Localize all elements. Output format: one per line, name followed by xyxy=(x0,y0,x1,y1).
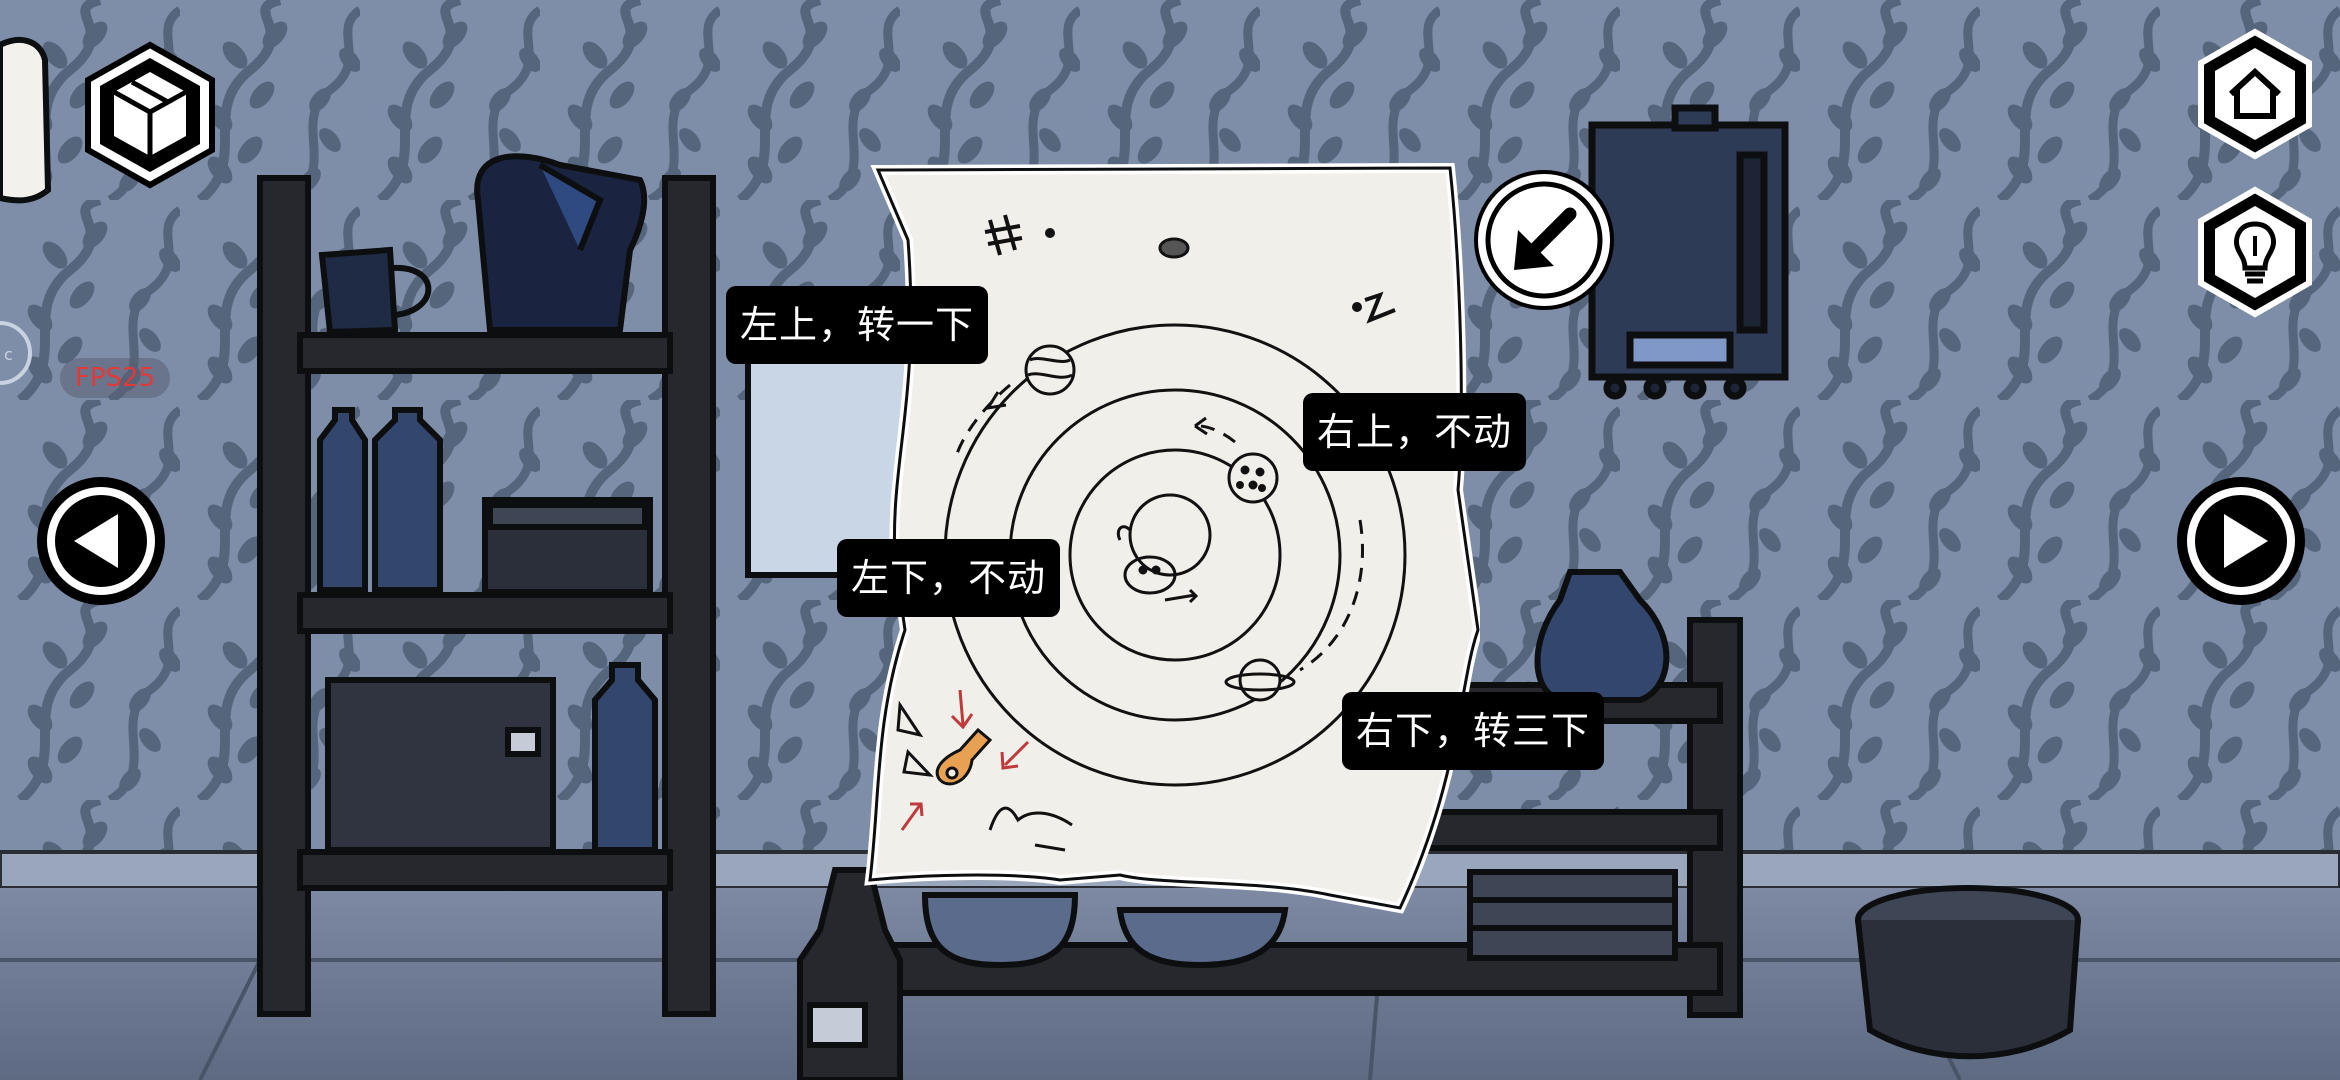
fps-counter: FPS25 xyxy=(60,358,170,398)
hint-top-left: 左上，转一下 xyxy=(726,286,989,364)
arrow-right-icon xyxy=(2177,477,2305,605)
svg-text:c: c xyxy=(4,345,13,364)
hint-bottom-left: 左下，不动 xyxy=(837,539,1061,617)
arrow-left-icon xyxy=(37,477,165,605)
lightbulb-icon xyxy=(2198,186,2312,318)
home-icon xyxy=(2198,28,2312,160)
next-view-button[interactable] xyxy=(2174,474,2308,612)
previous-view-button[interactable] xyxy=(34,474,168,612)
hint-top-right: 右上，不动 xyxy=(1303,393,1527,471)
hint-button[interactable] xyxy=(2195,186,2315,322)
close-map-button[interactable] xyxy=(1472,168,1616,316)
orbit-map-paper[interactable] xyxy=(860,160,1480,920)
inventory-button[interactable] xyxy=(80,40,220,194)
home-button[interactable] xyxy=(2195,28,2315,164)
box-icon xyxy=(85,41,215,189)
hint-bottom-right: 右下，转三下 xyxy=(1342,692,1605,770)
partial-circle-icon: c xyxy=(0,321,32,385)
arrow-down-left-icon xyxy=(1474,170,1614,310)
